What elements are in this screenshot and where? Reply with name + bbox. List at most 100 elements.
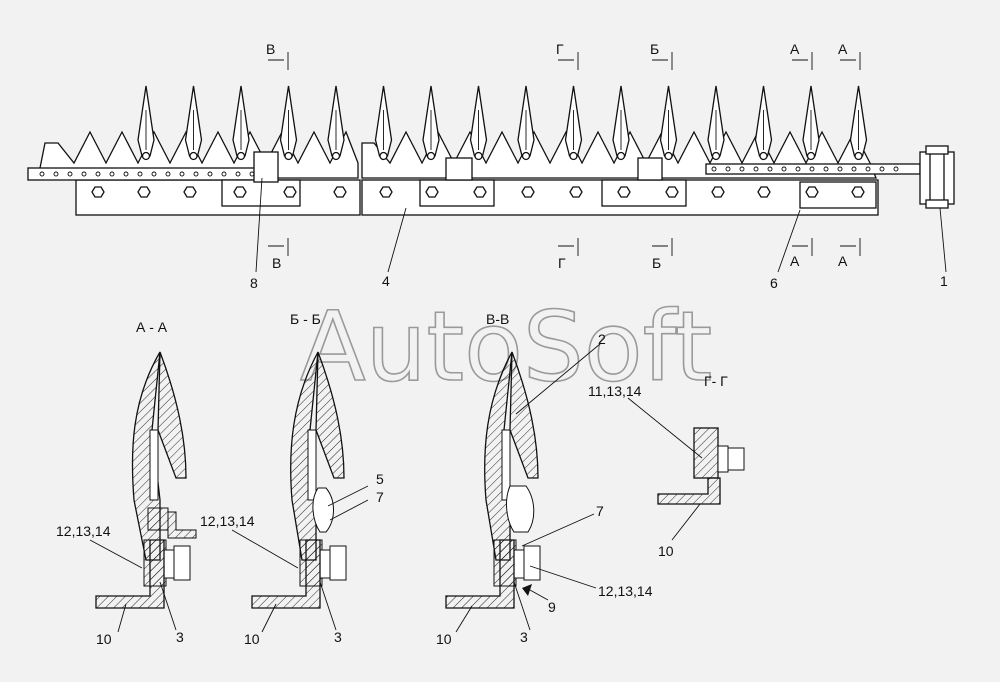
section-marks bbox=[268, 52, 861, 256]
hole bbox=[753, 166, 759, 172]
nut bbox=[665, 186, 679, 198]
callout-gg-111314: 11,13,14 bbox=[588, 383, 642, 399]
finger bbox=[232, 85, 250, 161]
leaders-vv bbox=[455, 343, 601, 633]
finger-guards bbox=[137, 85, 868, 161]
hole bbox=[81, 171, 87, 177]
rivet-holes bbox=[39, 166, 899, 177]
plate-4b bbox=[601, 179, 687, 207]
title-bb: Б - Б bbox=[290, 311, 321, 327]
callout-aa-121314: 12,13,14 bbox=[56, 523, 111, 539]
hole bbox=[39, 171, 45, 177]
mark-v-top: В bbox=[266, 41, 275, 57]
callout-bb-5: 5 bbox=[376, 471, 384, 487]
hole bbox=[725, 166, 731, 172]
hole bbox=[179, 171, 185, 177]
main-leaders bbox=[255, 177, 947, 273]
mark-v-bot: В bbox=[272, 255, 281, 271]
knife-head bbox=[919, 151, 955, 205]
hole bbox=[95, 171, 101, 177]
callout-bb-7: 7 bbox=[376, 489, 384, 505]
mark-a2-bot: А bbox=[838, 253, 848, 269]
hole bbox=[865, 166, 871, 172]
hole bbox=[823, 166, 829, 172]
callout-vv-2: 2 bbox=[598, 331, 606, 347]
knife-sections-mid bbox=[265, 130, 359, 179]
nut bbox=[379, 186, 393, 198]
knife-back-left bbox=[27, 167, 265, 181]
nut bbox=[711, 186, 725, 198]
finger bbox=[374, 85, 393, 161]
mark-a1-top: А bbox=[790, 41, 800, 57]
callout-6: 6 bbox=[770, 275, 778, 291]
finger bbox=[849, 85, 868, 161]
callout-bb-121314: 12,13,14 bbox=[200, 513, 255, 529]
hole bbox=[221, 171, 227, 177]
callout-aa-10: 10 bbox=[96, 631, 112, 647]
clip-right bbox=[637, 157, 663, 181]
finger bbox=[469, 85, 488, 161]
nut bbox=[473, 186, 487, 198]
mark-b-bot: Б bbox=[652, 255, 661, 271]
callout-gg-10: 10 bbox=[658, 543, 674, 559]
nut bbox=[521, 186, 535, 198]
hole bbox=[879, 166, 885, 172]
hole bbox=[837, 166, 843, 172]
callout-bb-10: 10 bbox=[244, 631, 260, 647]
mark-a1-bot: А bbox=[790, 253, 800, 269]
callout-vv-10: 10 bbox=[436, 631, 452, 647]
finger bbox=[184, 85, 203, 161]
knife-back-right bbox=[705, 163, 921, 175]
hole bbox=[893, 166, 899, 172]
callout-vv-121314: 12,13,14 bbox=[598, 583, 653, 599]
hole bbox=[739, 166, 745, 172]
nut bbox=[851, 186, 865, 198]
clip-left bbox=[253, 151, 279, 183]
finger bbox=[802, 85, 820, 161]
finger bbox=[754, 85, 773, 161]
nut bbox=[617, 186, 631, 198]
nut bbox=[333, 186, 347, 198]
hole bbox=[767, 166, 773, 172]
hole bbox=[109, 171, 115, 177]
finger bbox=[659, 85, 678, 161]
callout-vv-7: 7 bbox=[596, 503, 604, 519]
title-vv: В-В bbox=[486, 311, 509, 327]
finger bbox=[517, 85, 535, 161]
nut bbox=[233, 186, 247, 198]
finger bbox=[612, 85, 630, 161]
finger bbox=[422, 85, 440, 161]
callout-8: 8 bbox=[250, 275, 258, 291]
section-gg bbox=[657, 427, 745, 505]
hole bbox=[67, 171, 73, 177]
knife-sections-left bbox=[37, 130, 267, 179]
main-assembly bbox=[27, 85, 955, 216]
section-vv bbox=[445, 351, 541, 609]
nut bbox=[805, 186, 819, 198]
finger bbox=[707, 85, 725, 161]
hole bbox=[711, 166, 717, 172]
nut bbox=[91, 186, 105, 198]
title-aa: А - А bbox=[136, 319, 168, 335]
hole bbox=[809, 166, 815, 172]
hole bbox=[151, 171, 157, 177]
callout-4: 4 bbox=[382, 273, 390, 289]
finger bbox=[564, 85, 583, 161]
nut bbox=[183, 186, 197, 198]
callout-aa-3: 3 bbox=[176, 629, 184, 645]
hole bbox=[207, 171, 213, 177]
callout-1: 1 bbox=[940, 273, 948, 289]
hole bbox=[123, 171, 129, 177]
mark-g-top: Г bbox=[556, 41, 564, 57]
nut bbox=[283, 186, 297, 198]
nut bbox=[757, 186, 771, 198]
hole bbox=[249, 171, 255, 177]
mark-g-bot: Г bbox=[558, 255, 566, 271]
nut bbox=[137, 186, 151, 198]
leaders-gg bbox=[627, 397, 703, 541]
nut bbox=[569, 186, 583, 198]
mark-b-top: Б bbox=[650, 41, 659, 57]
hole bbox=[165, 171, 171, 177]
